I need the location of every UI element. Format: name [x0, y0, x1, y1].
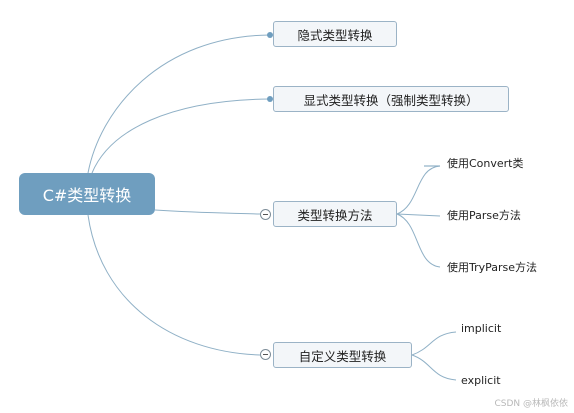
collapse-custom-toggle[interactable] [260, 349, 271, 360]
connector-root-to-methods [154, 209, 261, 215]
connector-root-to-explicit [91, 98, 271, 174]
root-node-label: C#类型转换 [42, 186, 132, 205]
leaf-convert-class[interactable]: 使用Convert类 [447, 157, 524, 170]
branch-label: 隐式类型转换 [297, 27, 373, 43]
branch-label: 显式类型转换（强制类型转换） [303, 92, 479, 108]
collapse-methods-toggle[interactable] [260, 209, 271, 220]
leaf-parse-method[interactable]: 使用Parse方法 [447, 209, 521, 222]
branch-implicit-conversion[interactable]: 隐式类型转换 [273, 21, 397, 47]
connector-root-to-implicit [87, 34, 271, 174]
connector-custom-to-explicit [411, 354, 457, 381]
connector-root-to-custom [87, 214, 261, 356]
connector-methods-to-tryparse [396, 213, 441, 268]
branch-explicit-conversion[interactable]: 显式类型转换（强制类型转换） [273, 86, 509, 112]
connector-custom-to-implicit [411, 331, 457, 356]
leaf-implicit[interactable]: implicit [461, 322, 502, 335]
watermark: CSDN @林枫依依 [494, 399, 568, 409]
branch-conversion-methods[interactable]: 类型转换方法 [273, 201, 397, 227]
connector-dot [267, 96, 273, 102]
leaf-explicit[interactable]: explicit [461, 374, 501, 387]
connector-methods-to-convert [396, 165, 441, 215]
connector-methods-to-parse [396, 213, 441, 217]
root-node[interactable]: C#类型转换 [19, 173, 155, 215]
branch-custom-conversion[interactable]: 自定义类型转换 [273, 342, 412, 368]
branch-label: 类型转换方法 [297, 207, 373, 223]
connector-dot [267, 32, 273, 38]
branch-label: 自定义类型转换 [298, 348, 387, 364]
leaf-tryparse-method[interactable]: 使用TryParse方法 [447, 261, 538, 274]
